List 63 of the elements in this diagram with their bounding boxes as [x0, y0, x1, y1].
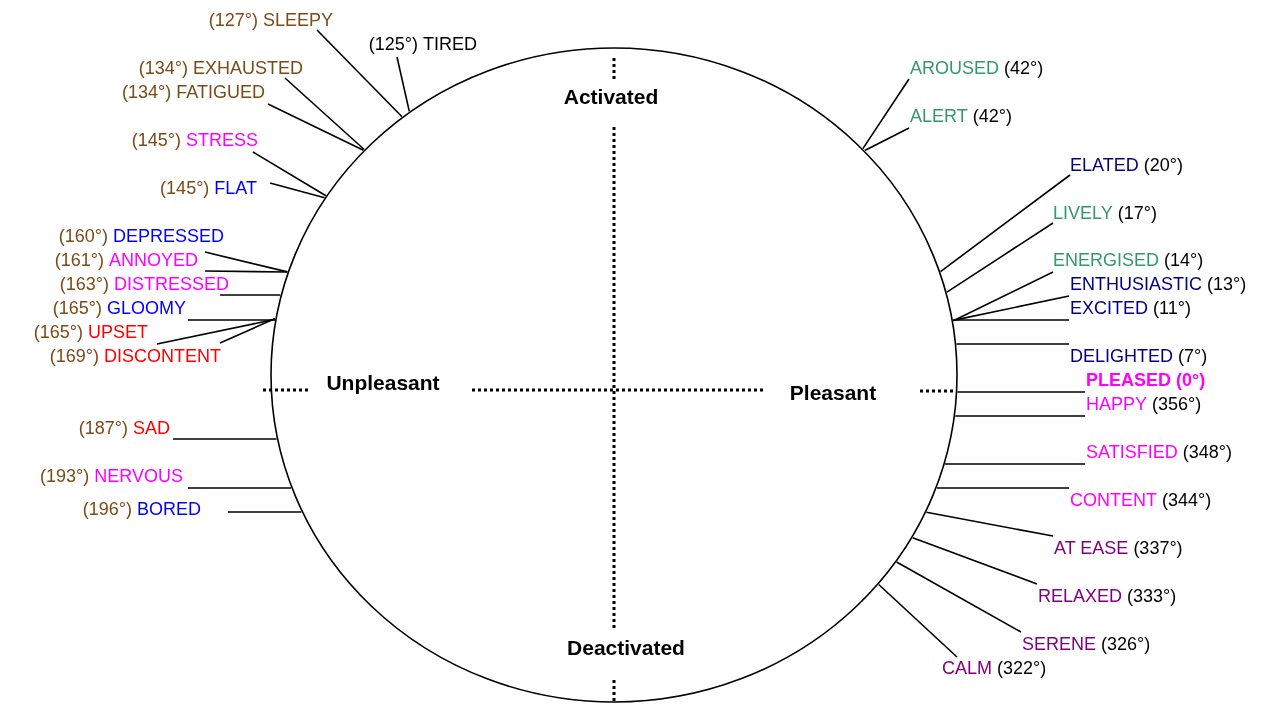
emotion-label: SATISFIED (348°) — [1086, 441, 1232, 463]
emotion-label: SERENE (326°) — [1022, 633, 1151, 655]
leader-line — [955, 343, 1070, 345]
emotion-label: DELIGHTED (7°) — [1070, 345, 1208, 367]
leader-line — [269, 182, 326, 199]
leader-line — [156, 318, 276, 345]
emotion-label: (161°) ANNOYED — [54, 249, 198, 271]
leader-line — [396, 56, 411, 113]
leader-line — [252, 151, 327, 197]
emotion-label: (125°) TIRED — [368, 33, 477, 55]
emotion-label: ENERGISED (14°) — [1053, 249, 1204, 271]
leader-line — [944, 463, 1086, 465]
leader-line — [936, 487, 1070, 489]
leader-line — [954, 415, 1086, 417]
emotion-label: (169°) DISCONTENT — [49, 345, 221, 367]
emotion-label: CONTENT (344°) — [1070, 489, 1212, 511]
emotion-label: RELAXED (333°) — [1038, 585, 1177, 607]
emotion-label: (127°) SLEEPY — [208, 9, 333, 31]
leader-line — [956, 391, 1086, 393]
emotion-label: (165°) UPSET — [33, 321, 148, 343]
emotion-label: ALERT (42°) — [910, 105, 1012, 127]
leader-line — [316, 29, 403, 118]
leader-line — [946, 222, 1054, 293]
emotion-label: LIVELY (17°) — [1053, 202, 1157, 224]
leader-line — [895, 561, 1022, 633]
emotion-label: (145°) FLAT — [160, 177, 257, 199]
emotion-label: EXCITED (11°) — [1070, 297, 1191, 319]
emotion-label: ELATED (20°) — [1070, 154, 1183, 176]
leader-line — [939, 174, 1071, 273]
leader-line — [862, 78, 910, 150]
leader-line — [925, 511, 1054, 537]
emotion-label: (196°) BORED — [82, 498, 201, 520]
quadrant-label: Unpleasant — [326, 371, 440, 395]
emotion-label: (193°) NERVOUS — [40, 465, 183, 487]
emotion-label: HAPPY (356°) — [1086, 393, 1202, 415]
emotion-label: (145°) STRESS — [131, 129, 258, 151]
leader-line — [187, 487, 292, 489]
leader-line — [204, 270, 289, 273]
leader-line — [227, 511, 303, 513]
emotion-label: AT EASE (337°) — [1054, 537, 1183, 559]
emotion-label: (134°) FATIGUED — [122, 81, 265, 103]
emotion-label: ENTHUSIASTIC (13°) — [1070, 273, 1247, 295]
leader-line — [877, 583, 958, 658]
leader-line — [187, 319, 276, 321]
quadrant-label: Deactivated — [567, 636, 685, 660]
quadrant-label: Pleasant — [789, 381, 877, 405]
leader-line — [952, 319, 1070, 321]
leader-line — [172, 438, 278, 440]
emotion-label: AROUSED (42°) — [910, 57, 1044, 79]
leader-line — [911, 536, 1038, 585]
leader-line — [219, 294, 282, 296]
leader-line — [864, 127, 910, 152]
emotion-label: (187°) SAD — [78, 417, 170, 439]
emotion-label: (163°) DISTRESSED — [59, 273, 229, 295]
leader-line — [284, 77, 365, 151]
emotion-label: (160°) DEPRESSED — [58, 225, 224, 247]
emotion-label: (134°) EXHAUSTED — [138, 57, 303, 79]
emotion-label: PLEASED (0°) — [1086, 369, 1206, 391]
quadrant-label: Activated — [563, 85, 659, 109]
emotion-label: CALM (322°) — [942, 657, 1047, 679]
emotion-label: (165°) GLOOMY — [52, 297, 186, 319]
leader-line — [267, 103, 365, 152]
leader-line — [219, 317, 276, 344]
